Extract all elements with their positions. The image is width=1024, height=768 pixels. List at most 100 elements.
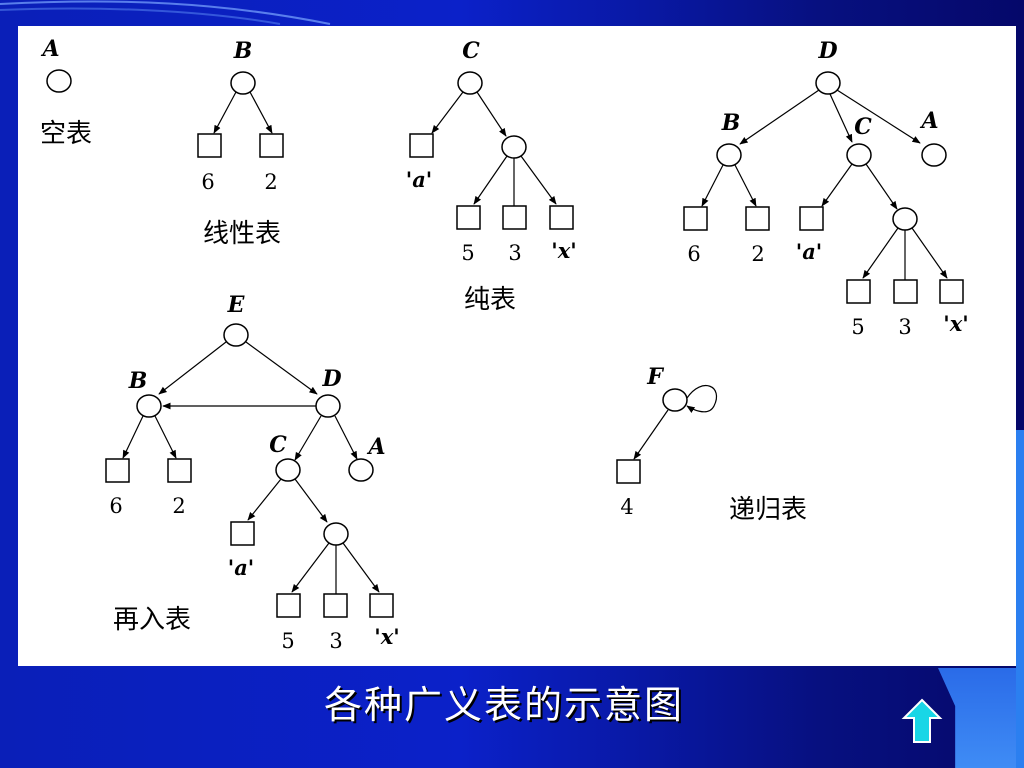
atom-value: 3 [329,629,342,653]
atom-box [799,206,824,231]
atom-box [846,279,871,304]
list-c-sub-edge-1 [473,155,508,205]
list-e-label: E [227,292,246,318]
edge [291,542,330,593]
list-b-node [230,71,256,95]
edge [247,478,282,521]
edge [342,542,380,593]
edge [334,415,358,460]
atom-box [323,593,348,618]
diagram-canvas: A 空表 B 6 2 线性表 C 'a' [18,26,1016,666]
list-e-edge-d [245,341,318,395]
list-e-group: E B D 6 2 C A 'a' [105,292,400,653]
atom-value: 2 [264,170,277,194]
list-d-label: D [817,38,837,64]
atom-box [616,459,641,484]
edge [865,163,898,210]
list-a-label: A [40,36,59,62]
atom-box [893,279,918,304]
list-c-node [457,71,483,95]
atom-box [549,205,574,230]
list-f-caption: 递归表 [729,495,807,525]
atom-box [369,593,394,618]
list-e-sub-a-node [348,458,374,482]
list-c-edge-sublist [476,91,507,137]
list-f-node [662,388,688,412]
list-b-caption: 线性表 [203,219,281,249]
list-c-edge-atom [431,91,464,134]
atom-box [105,458,130,483]
list-d-edge-c [829,93,853,143]
slide-title: 各种广义表的示意图 [323,683,684,727]
list-f-label: F [646,364,664,390]
list-c-group: C 'a' 5 3 'x' 纯表 [406,38,577,315]
list-a-node [46,69,72,93]
list-b-edge-2 [249,91,273,134]
list-e-child-label: D [321,366,341,392]
list-e-child-label: B [128,368,148,394]
list-d-sub-c-node [846,143,872,167]
atom-value: 3 [508,241,521,265]
edge [154,415,177,459]
up-arrow-icon [901,698,943,743]
list-a-group: A 空表 [40,36,92,149]
list-f-self-loop [686,385,717,413]
generalized-lists-diagram: A 空表 B 6 2 线性表 C 'a' [40,36,969,653]
list-e-sub-b-node [136,394,162,418]
atom-value: 5 [851,315,864,339]
atom-box [745,206,770,231]
list-d-child-label: A [919,108,938,134]
list-d-edge-b [739,89,820,145]
atom-value: 'x' [551,238,576,263]
atom-value: 6 [687,242,700,266]
edge [911,227,948,279]
edge [862,227,899,279]
atom-value: 'a' [796,239,822,264]
atom-box [409,133,434,158]
atom-value: 6 [109,494,122,518]
edge [294,415,322,461]
list-e-sub-c-inner-node [323,522,349,546]
list-d-group: D B C A 6 2 'a' [683,38,969,339]
list-e-sub-d-node [315,394,341,418]
atom-value: 'x' [943,311,968,336]
atom-box [502,205,527,230]
atom-box [683,206,708,231]
list-e-edge-b [158,341,227,395]
list-e-caption: 再入表 [113,605,191,635]
edge [701,164,724,207]
list-e-child-label: C [269,432,287,458]
atom-value: 5 [281,629,294,653]
atom-value: 4 [620,495,633,519]
edge [122,415,144,459]
atom-value: 6 [201,170,214,194]
atom-box [456,205,481,230]
atom-value: 5 [461,241,474,265]
list-c-label: C [462,38,480,64]
list-d-node [815,71,841,95]
edge [294,478,328,523]
list-f-group: F 4 递归表 [616,364,807,525]
list-d-sub-b-node [716,143,742,167]
atom-box [939,279,964,304]
atom-value: 2 [751,242,764,266]
list-c-caption: 纯表 [464,285,516,315]
atom-box [230,521,255,546]
list-d-edge-a [836,89,921,144]
list-e-node [223,323,249,347]
list-e-child-label: A [366,434,385,460]
atom-value: 'a' [228,555,254,580]
header-swoosh [0,0,331,25]
list-f-edge [633,409,669,460]
list-d-sub-c-inner-node [892,207,918,231]
atom-box [259,133,284,158]
list-c-sub-edge-3 [520,155,557,205]
list-d-child-label: C [854,114,872,140]
list-e-sub-c-node [275,458,301,482]
atom-value: 'a' [406,167,432,192]
list-b-edge-1 [213,91,237,134]
atom-value: 2 [172,494,185,518]
up-arrow-button[interactable] [900,698,944,744]
list-d-child-label: B [721,110,741,136]
list-b-label: B [233,38,253,64]
